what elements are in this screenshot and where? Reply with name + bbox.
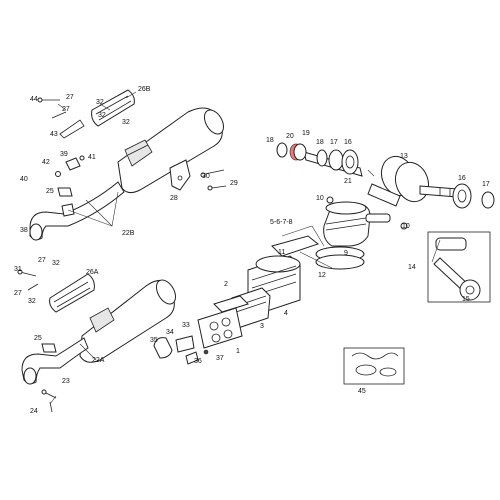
connecting-rod-kit (427, 231, 491, 303)
part-label-32: 32 (52, 260, 60, 267)
part-label-14: 14 (408, 264, 416, 271)
part-label-29: 29 (230, 180, 238, 187)
bracket-28 (169, 159, 191, 191)
part-label-21: 21 (344, 178, 352, 185)
part-label-32: 32 (96, 99, 104, 106)
part-label-3: 3 (260, 323, 264, 330)
part-label-27: 27 (38, 257, 46, 264)
intake-manifold (153, 335, 209, 365)
bolts-upper-right (200, 169, 227, 191)
part-label-18: 18 (316, 139, 324, 146)
piston-pin (365, 213, 391, 223)
part-label-44: 44 (30, 96, 38, 103)
flange-25-upper (57, 187, 73, 197)
muffler-lower (79, 279, 176, 363)
part-label-16: 16 (344, 139, 352, 146)
part-label-2: 2 (224, 281, 228, 288)
part-label-17: 17 (330, 139, 338, 146)
part-label-23: 23 (62, 378, 70, 385)
part-label-39: 39 (60, 151, 68, 158)
part-label-35: 35 (150, 337, 158, 344)
small-parts-upper-left (37, 97, 85, 177)
part-label-13: 13 (400, 153, 408, 160)
part-label-38: 38 (20, 227, 28, 234)
heat-shield-26b (91, 89, 135, 127)
part-label-19: 19 (302, 130, 310, 137)
cylinder-base-gasket (271, 235, 320, 257)
piston-rings (315, 246, 365, 270)
part-label-27: 27 (14, 290, 22, 297)
part-label-17: 17 (482, 181, 490, 188)
flange-25-lower (41, 343, 57, 353)
part-label-40: 40 (20, 176, 28, 183)
part-label-22a: 22A (92, 357, 105, 364)
part-label-27: 27 (66, 94, 74, 101)
part-label-30: 30 (202, 173, 210, 180)
part-label-37: 37 (216, 355, 224, 362)
part-label-24: 24 (30, 408, 38, 415)
part-label-41: 41 (88, 154, 96, 161)
part-label-18: 18 (266, 137, 274, 144)
part-label-16: 16 (458, 175, 466, 182)
part-label-36: 36 (194, 358, 202, 365)
part-label-9: 9 (344, 250, 348, 257)
part-label-31: 31 (14, 266, 22, 273)
small-parts-lower-left (17, 269, 57, 413)
part-label-25: 25 (34, 335, 42, 342)
part-label-10: 10 (402, 223, 410, 230)
part-label-10: 10 (316, 195, 324, 202)
part-label-28: 28 (170, 195, 178, 202)
part-label-45: 45 (358, 388, 366, 395)
exhaust-pipe-upper (29, 181, 125, 241)
part-label-42: 42 (42, 159, 50, 166)
part-label-11: 11 (278, 249, 286, 256)
exhaust-pipe-lower (21, 337, 89, 385)
heat-shield-26a (49, 273, 95, 313)
cylinder-head-cover (197, 307, 243, 349)
bearings-17-16-left (316, 149, 359, 175)
bearings-16-17-right (452, 183, 495, 209)
head-gasket (213, 295, 249, 313)
part-label-34: 34 (166, 329, 174, 336)
part-label-1: 1 (236, 348, 240, 355)
seal-18-left (276, 142, 288, 158)
part-label-15: 15 (462, 296, 470, 303)
part-label-26a: 26A (86, 269, 99, 276)
parts-19-20 (289, 143, 307, 161)
piston (323, 201, 371, 247)
muffler-upper (117, 107, 224, 194)
part-label-20: 20 (286, 133, 294, 140)
part-label-43: 43 (50, 131, 58, 138)
part-label-32: 32 (28, 298, 36, 305)
leader-lines (49, 91, 441, 405)
part-label-5-6-7-8: 5-6-7-8 (270, 219, 293, 226)
part-label-27: 27 (62, 106, 70, 113)
part-label-12: 12 (318, 272, 326, 279)
part-label-4: 4 (284, 310, 288, 317)
part-label-33: 33 (182, 322, 190, 329)
gasket-kit (343, 347, 405, 385)
part-label-26b: 26B (138, 86, 151, 93)
part-label-22b: 22B (122, 230, 135, 237)
part-label-32: 32 (98, 112, 106, 119)
circlips (326, 196, 408, 230)
part-label-25: 25 (46, 188, 54, 195)
part-label-32: 32 (122, 119, 130, 126)
